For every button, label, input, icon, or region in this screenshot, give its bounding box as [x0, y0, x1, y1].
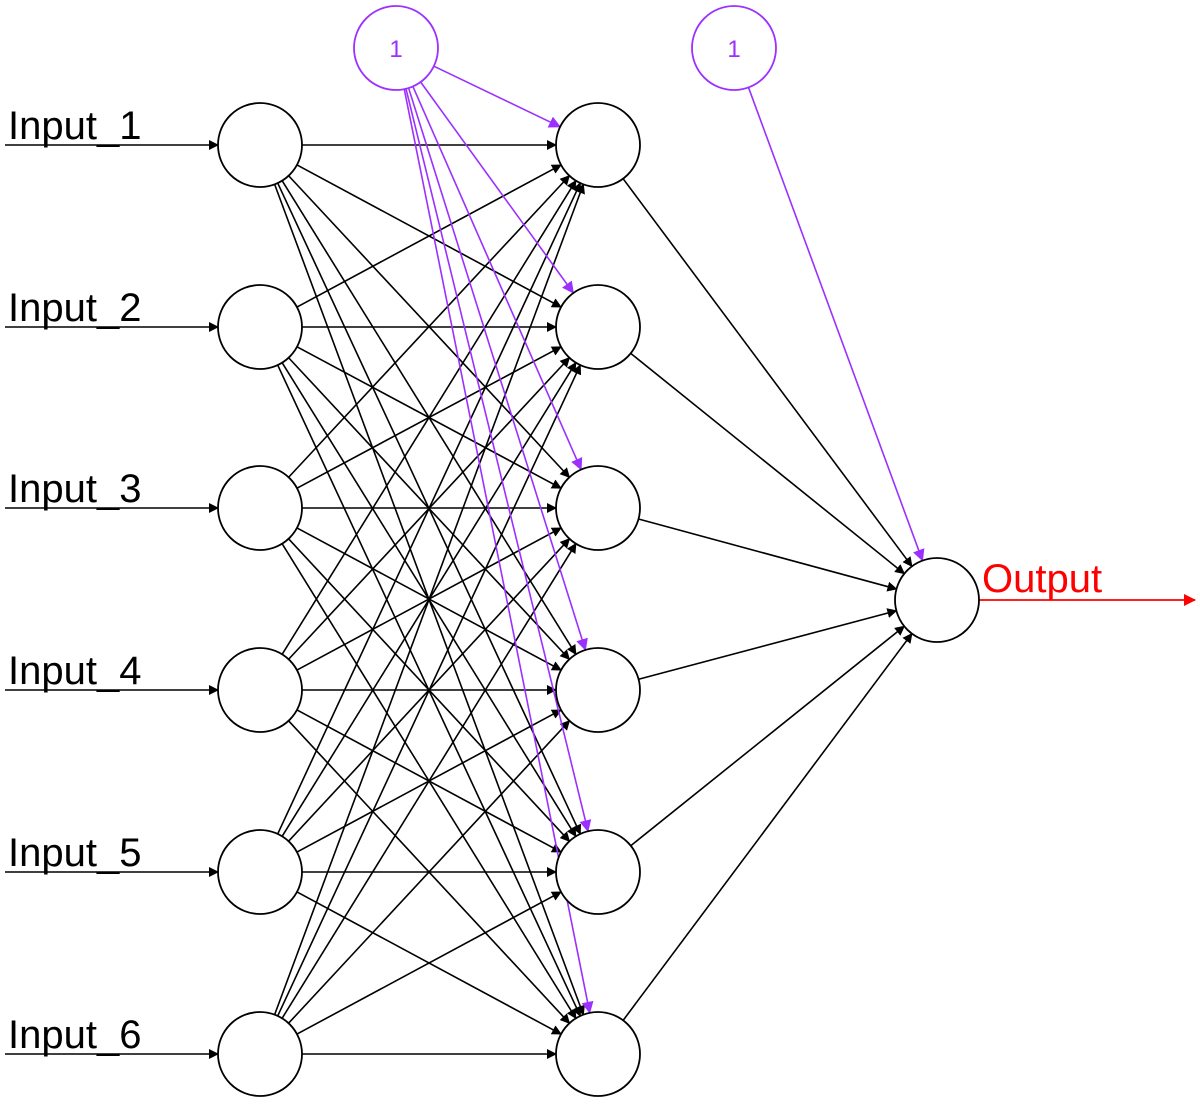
hidden-neuron-4 [555, 647, 641, 733]
edge-input6-hidden5 [296, 891, 562, 1035]
hidden-neuron-2 [555, 284, 641, 370]
input-neuron-4 [217, 647, 303, 733]
bias-edge-output [747, 87, 925, 562]
bias-edge-hidden3 [412, 86, 583, 471]
bias-edge-hidden1 [433, 65, 562, 128]
edge-input6-hidden4 [287, 720, 571, 1024]
input-neuron-6 [217, 1011, 303, 1097]
edge-hidden3-output [638, 518, 898, 592]
edge-input3-hidden1 [288, 175, 571, 478]
input-label-4: Input_4 [8, 649, 141, 693]
hidden-neuron-5 [555, 829, 641, 915]
input-label-2: Input_2 [8, 286, 141, 330]
edge-input2-hidden1 [296, 164, 562, 308]
hidden-neuron-3 [555, 465, 641, 551]
input-neuron-3 [217, 465, 303, 551]
input-label-6: Input_6 [8, 1013, 141, 1057]
edge-hidden5-output [630, 625, 906, 847]
bias-node-hidden [353, 5, 439, 91]
bias-edge-hidden5 [405, 88, 592, 833]
input-label-5: Input_5 [8, 831, 141, 875]
hidden-neuron-1 [555, 102, 641, 188]
input-neuron-2 [217, 284, 303, 370]
edge-hidden6-output [622, 632, 913, 1021]
edge-input6-hidden1 [273, 183, 585, 1015]
input-label-1: Input_1 [8, 104, 141, 148]
bias-edge-hidden2 [419, 81, 575, 294]
bias-node-output [691, 5, 777, 91]
input-label-3: Input_3 [8, 467, 141, 511]
output-neuron [894, 557, 980, 643]
edge-hidden2-output [630, 352, 906, 575]
hidden-neuron-6 [555, 1011, 641, 1097]
edge-input6-hidden3 [281, 542, 577, 1019]
edge-hidden4-output [638, 608, 898, 680]
edge-input4-hidden1 [281, 179, 577, 655]
output-label: Output [982, 557, 1102, 601]
input-neuron-5 [217, 829, 303, 915]
bias-node-output-label: 1 [727, 36, 740, 63]
bias-edge-hidden4 [407, 87, 588, 651]
edge-input5-hidden1 [276, 182, 582, 835]
bias-node-hidden-label: 1 [389, 36, 402, 63]
edge-hidden1-output [622, 178, 913, 568]
input-neuron-1 [217, 102, 303, 188]
